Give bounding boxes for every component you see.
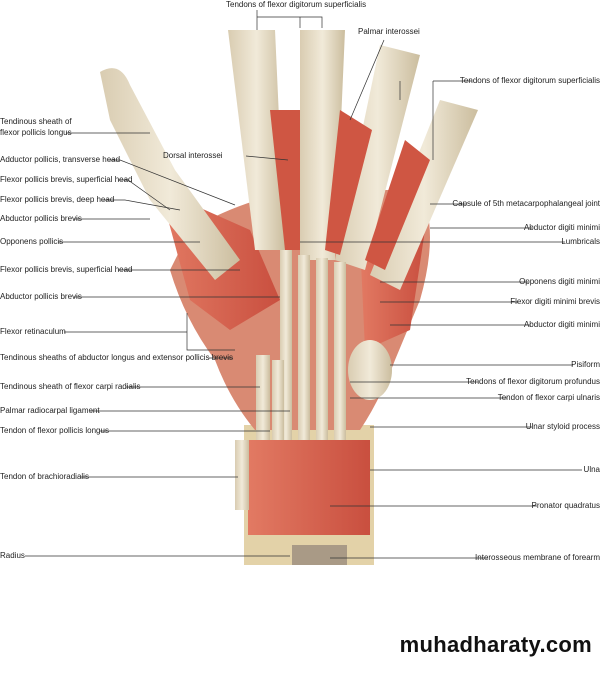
watermark: muhadharaty.com <box>399 632 592 657</box>
forearm <box>235 425 374 565</box>
right-label: Tendons of flexor digitorum profundus <box>466 377 600 386</box>
right-label: Lumbricals <box>561 237 600 246</box>
label-dorsal-interossei: Dorsal interossei <box>163 151 223 160</box>
left-label: Tendinous sheath of <box>0 117 72 126</box>
right-label: Abductor digiti minimi <box>523 223 600 232</box>
left-label: Palmar radiocarpal ligament <box>0 406 100 415</box>
left-label: Tendinous sheath of flexor carpi radiali… <box>0 382 141 391</box>
left-label: Tendon of flexor pollicis longus <box>0 426 109 435</box>
left-label: Flexor pollicis brevis, superficial head <box>0 175 133 184</box>
right-label: Flexor digiti minimi brevis <box>510 297 600 306</box>
left-label: Radius <box>0 551 25 560</box>
fingers <box>228 30 478 290</box>
left-label: Flexor retinaculum <box>0 327 66 336</box>
right-label: Abductor digiti minimi <box>523 320 600 329</box>
label-fds-top: Tendons of flexor digitorum superficiali… <box>226 0 367 9</box>
thumb <box>100 68 240 280</box>
right-label: Tendon of flexor carpi ulnaris <box>497 393 600 402</box>
left-label: Tendinous sheaths of abductor longus and… <box>0 353 234 362</box>
left-label: Abductor pollicis brevis <box>0 214 82 223</box>
right-label: Ulnar styloid process <box>525 422 600 431</box>
pronator-quadratus <box>248 440 370 535</box>
right-label: Pronator quadratus <box>531 501 600 510</box>
left-label: Adductor pollicis, transverse head <box>0 155 121 164</box>
right-label: Tendons of flexor digitorum superficiali… <box>459 76 600 85</box>
left-label: Abductor pollicis brevis <box>0 292 82 301</box>
right-label: Pisiform <box>571 360 600 369</box>
leader-lines <box>25 10 582 559</box>
left-label: Opponens pollicis <box>0 237 64 246</box>
right-label: Capsule of 5th metacarpophalangeal joint <box>452 199 600 208</box>
left-label: Flexor pollicis brevis, superficial head <box>0 265 133 274</box>
right-label: Interosseous membrane of forearm <box>475 553 600 562</box>
right-label: Ulna <box>583 465 600 474</box>
label-palmar-interossei: Palmar interossei <box>358 27 420 36</box>
left-label: Flexor pollicis brevis, deep head <box>0 195 115 204</box>
left-label: Tendon of brachioradialis <box>0 472 89 481</box>
wrist-tendons <box>256 250 392 440</box>
left-label: flexor pollicis longus <box>0 128 72 137</box>
right-label: Opponens digiti minimi <box>519 277 600 286</box>
